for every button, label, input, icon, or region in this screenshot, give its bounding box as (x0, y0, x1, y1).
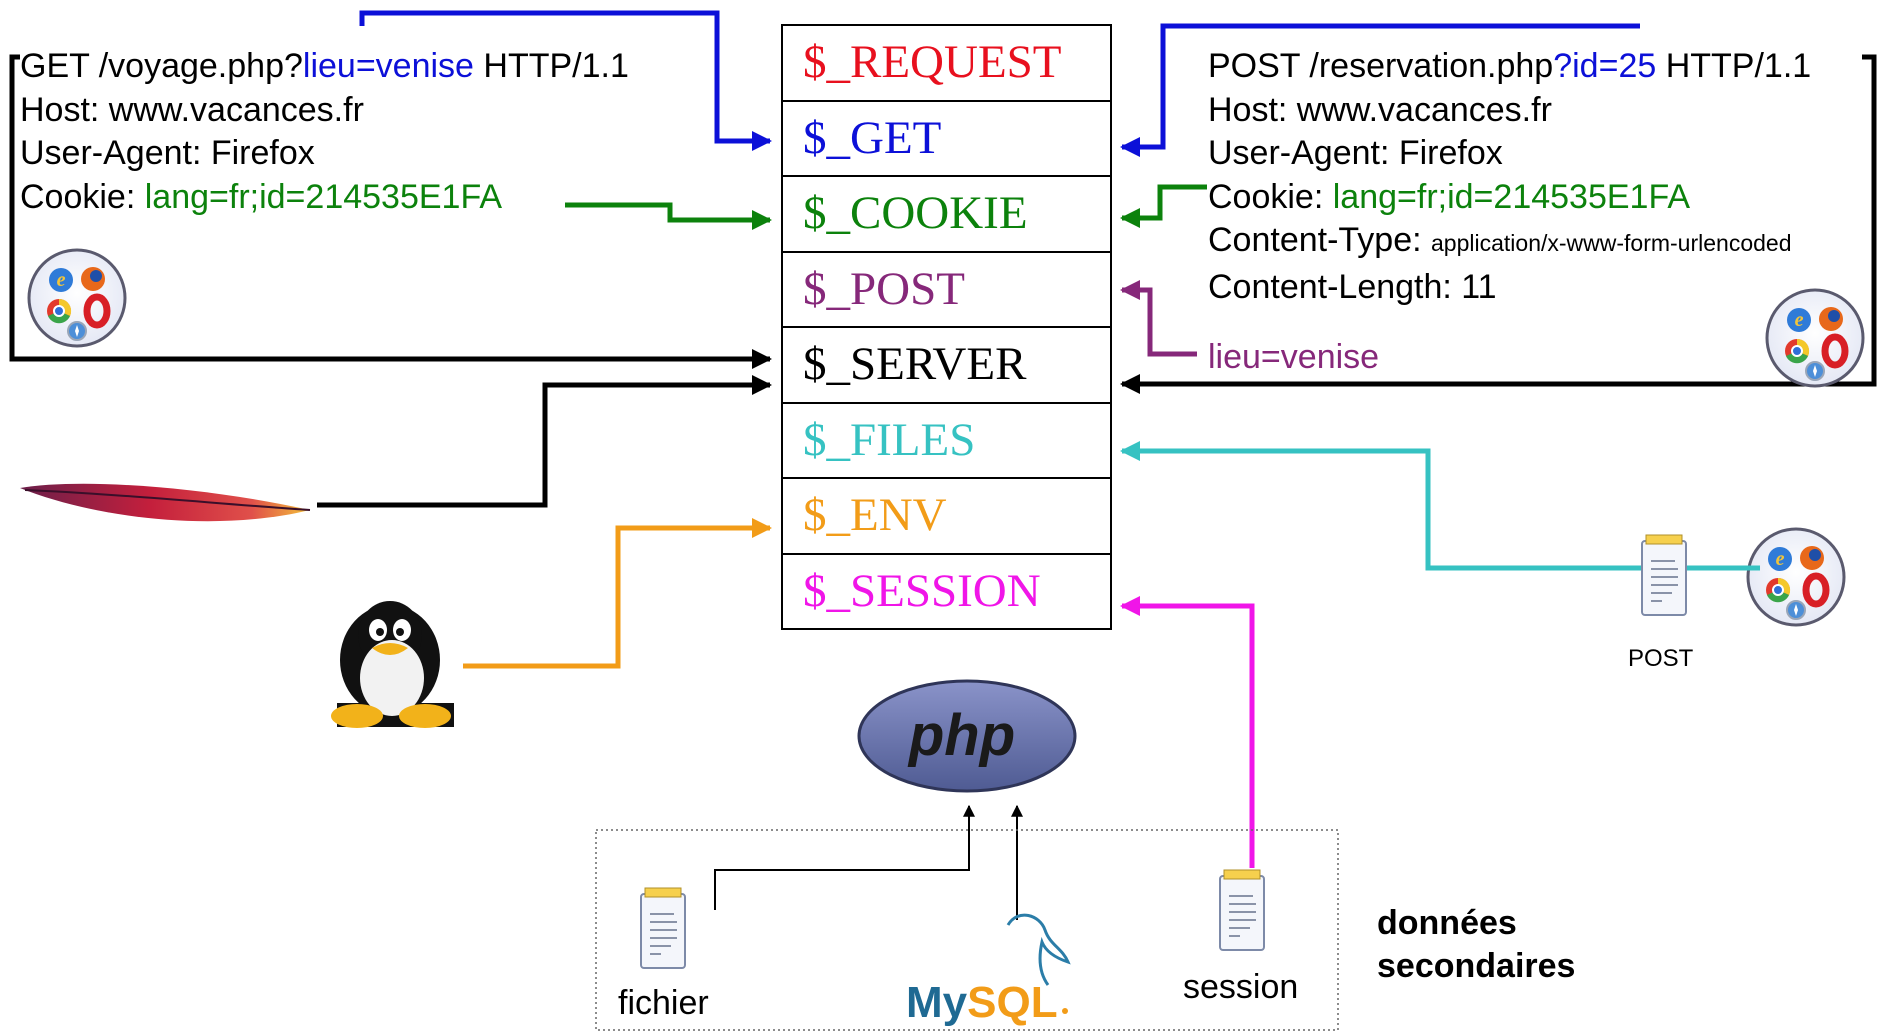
superglobal-name: $_REQUEST (781, 24, 1112, 102)
get-request-line: GET /voyage.php?lieu=venise HTTP/1.1 (20, 45, 629, 89)
superglobal-row: $_ENV (781, 477, 1112, 555)
linux-tux-icon (331, 601, 454, 728)
post-protocol: HTTP/1.1 (1656, 47, 1812, 85)
browsers-icon (1767, 290, 1863, 386)
post-query: ?id=25 (1553, 47, 1657, 85)
secondary-data-label: données secondaires (1377, 902, 1575, 988)
superglobal-row: $_COOKIE (781, 175, 1112, 253)
get-cookie-header: Cookie: lang=fr;id=214535E1FA (20, 176, 629, 220)
post-cookie-label: Cookie: (1208, 177, 1333, 216)
post-user-agent-header: User-Agent: Firefox (1208, 134, 1503, 172)
apache-feather-icon (20, 483, 311, 522)
post-method-path: POST /reservation.php (1208, 47, 1554, 85)
browsers-icon (1748, 529, 1844, 625)
document-icon (1219, 869, 1265, 951)
superglobal-row: $_GET (781, 99, 1112, 177)
superglobal-row: $_FILES (781, 401, 1112, 479)
post-content-length-header: Content-Length: 11 (1208, 267, 1497, 306)
superglobal-row: $_POST (781, 250, 1112, 328)
secondary-data-box (595, 829, 1339, 1031)
get-user-agent-header: User-Agent: Firefox (20, 134, 315, 172)
php-logo: php (857, 679, 1077, 793)
get-query: lieu=venise (302, 47, 474, 85)
post-content-type-header: Content-Type: application/x-www-form-url… (1208, 219, 1811, 266)
post-cookie-header: Cookie: lang=fr;id=214535E1FA (1208, 176, 1811, 220)
post-upload-label: POST (1628, 645, 1694, 672)
superglobal-name: $_POST (781, 250, 1112, 328)
browsers-icon (29, 250, 125, 346)
superglobals-table: $_REQUEST$_GET$_COOKIE$_POST$_SERVER$_FI… (781, 24, 1112, 630)
superglobal-row: $_SERVER (781, 326, 1112, 404)
get-cookie-label: Cookie: (20, 177, 145, 216)
file-label: fichier (618, 984, 709, 1022)
post-body: lieu=venise (1208, 338, 1380, 376)
superglobal-name: $_SERVER (781, 326, 1112, 404)
superglobal-name: $_ENV (781, 477, 1112, 555)
superglobal-row: $_REQUEST (781, 24, 1112, 102)
mysql-logo-my: My (906, 978, 968, 1027)
get-cookie-value: lang=fr;id=214535E1FA (144, 177, 503, 216)
get-method-path: GET /voyage.php? (20, 47, 303, 85)
mysql-logo: MySQL (906, 913, 1071, 1027)
post-cookie-value: lang=fr;id=214535E1FA (1332, 177, 1691, 216)
secondary-data-line1: données (1377, 904, 1517, 942)
php-logo-text: php (907, 703, 1015, 768)
svg-text:MySQL: MySQL (906, 978, 1058, 1027)
post-request-line: POST /reservation.php?id=25 HTTP/1.1 (1208, 45, 1811, 89)
superglobal-name: $_SESSION (781, 552, 1112, 630)
secondary-data-line2: secondaires (1377, 947, 1576, 985)
mysql-logo-sql: SQL (967, 978, 1057, 1027)
superglobal-name: $_GET (781, 99, 1112, 177)
get-host-header: Host: www.vacances.fr (20, 90, 364, 129)
superglobal-row: $_SESSION (781, 552, 1112, 630)
post-request-text: POST /reservation.php?id=25 HTTP/1.1 Hos… (1208, 45, 1811, 309)
post-content-type-value: application/x-www-form-urlencoded (1431, 230, 1792, 256)
superglobal-name: $_FILES (781, 401, 1112, 479)
post-content-type-label: Content-Type: (1208, 221, 1432, 259)
document-icon (640, 887, 686, 969)
get-request-text: GET /voyage.php?lieu=venise HTTP/1.1 Hos… (20, 45, 629, 219)
document-icon (1641, 534, 1687, 616)
session-label: session (1183, 968, 1299, 1006)
get-protocol: HTTP/1.1 (473, 47, 629, 85)
post-host-header: Host: www.vacances.fr (1208, 90, 1552, 129)
superglobal-name: $_COOKIE (781, 175, 1112, 253)
